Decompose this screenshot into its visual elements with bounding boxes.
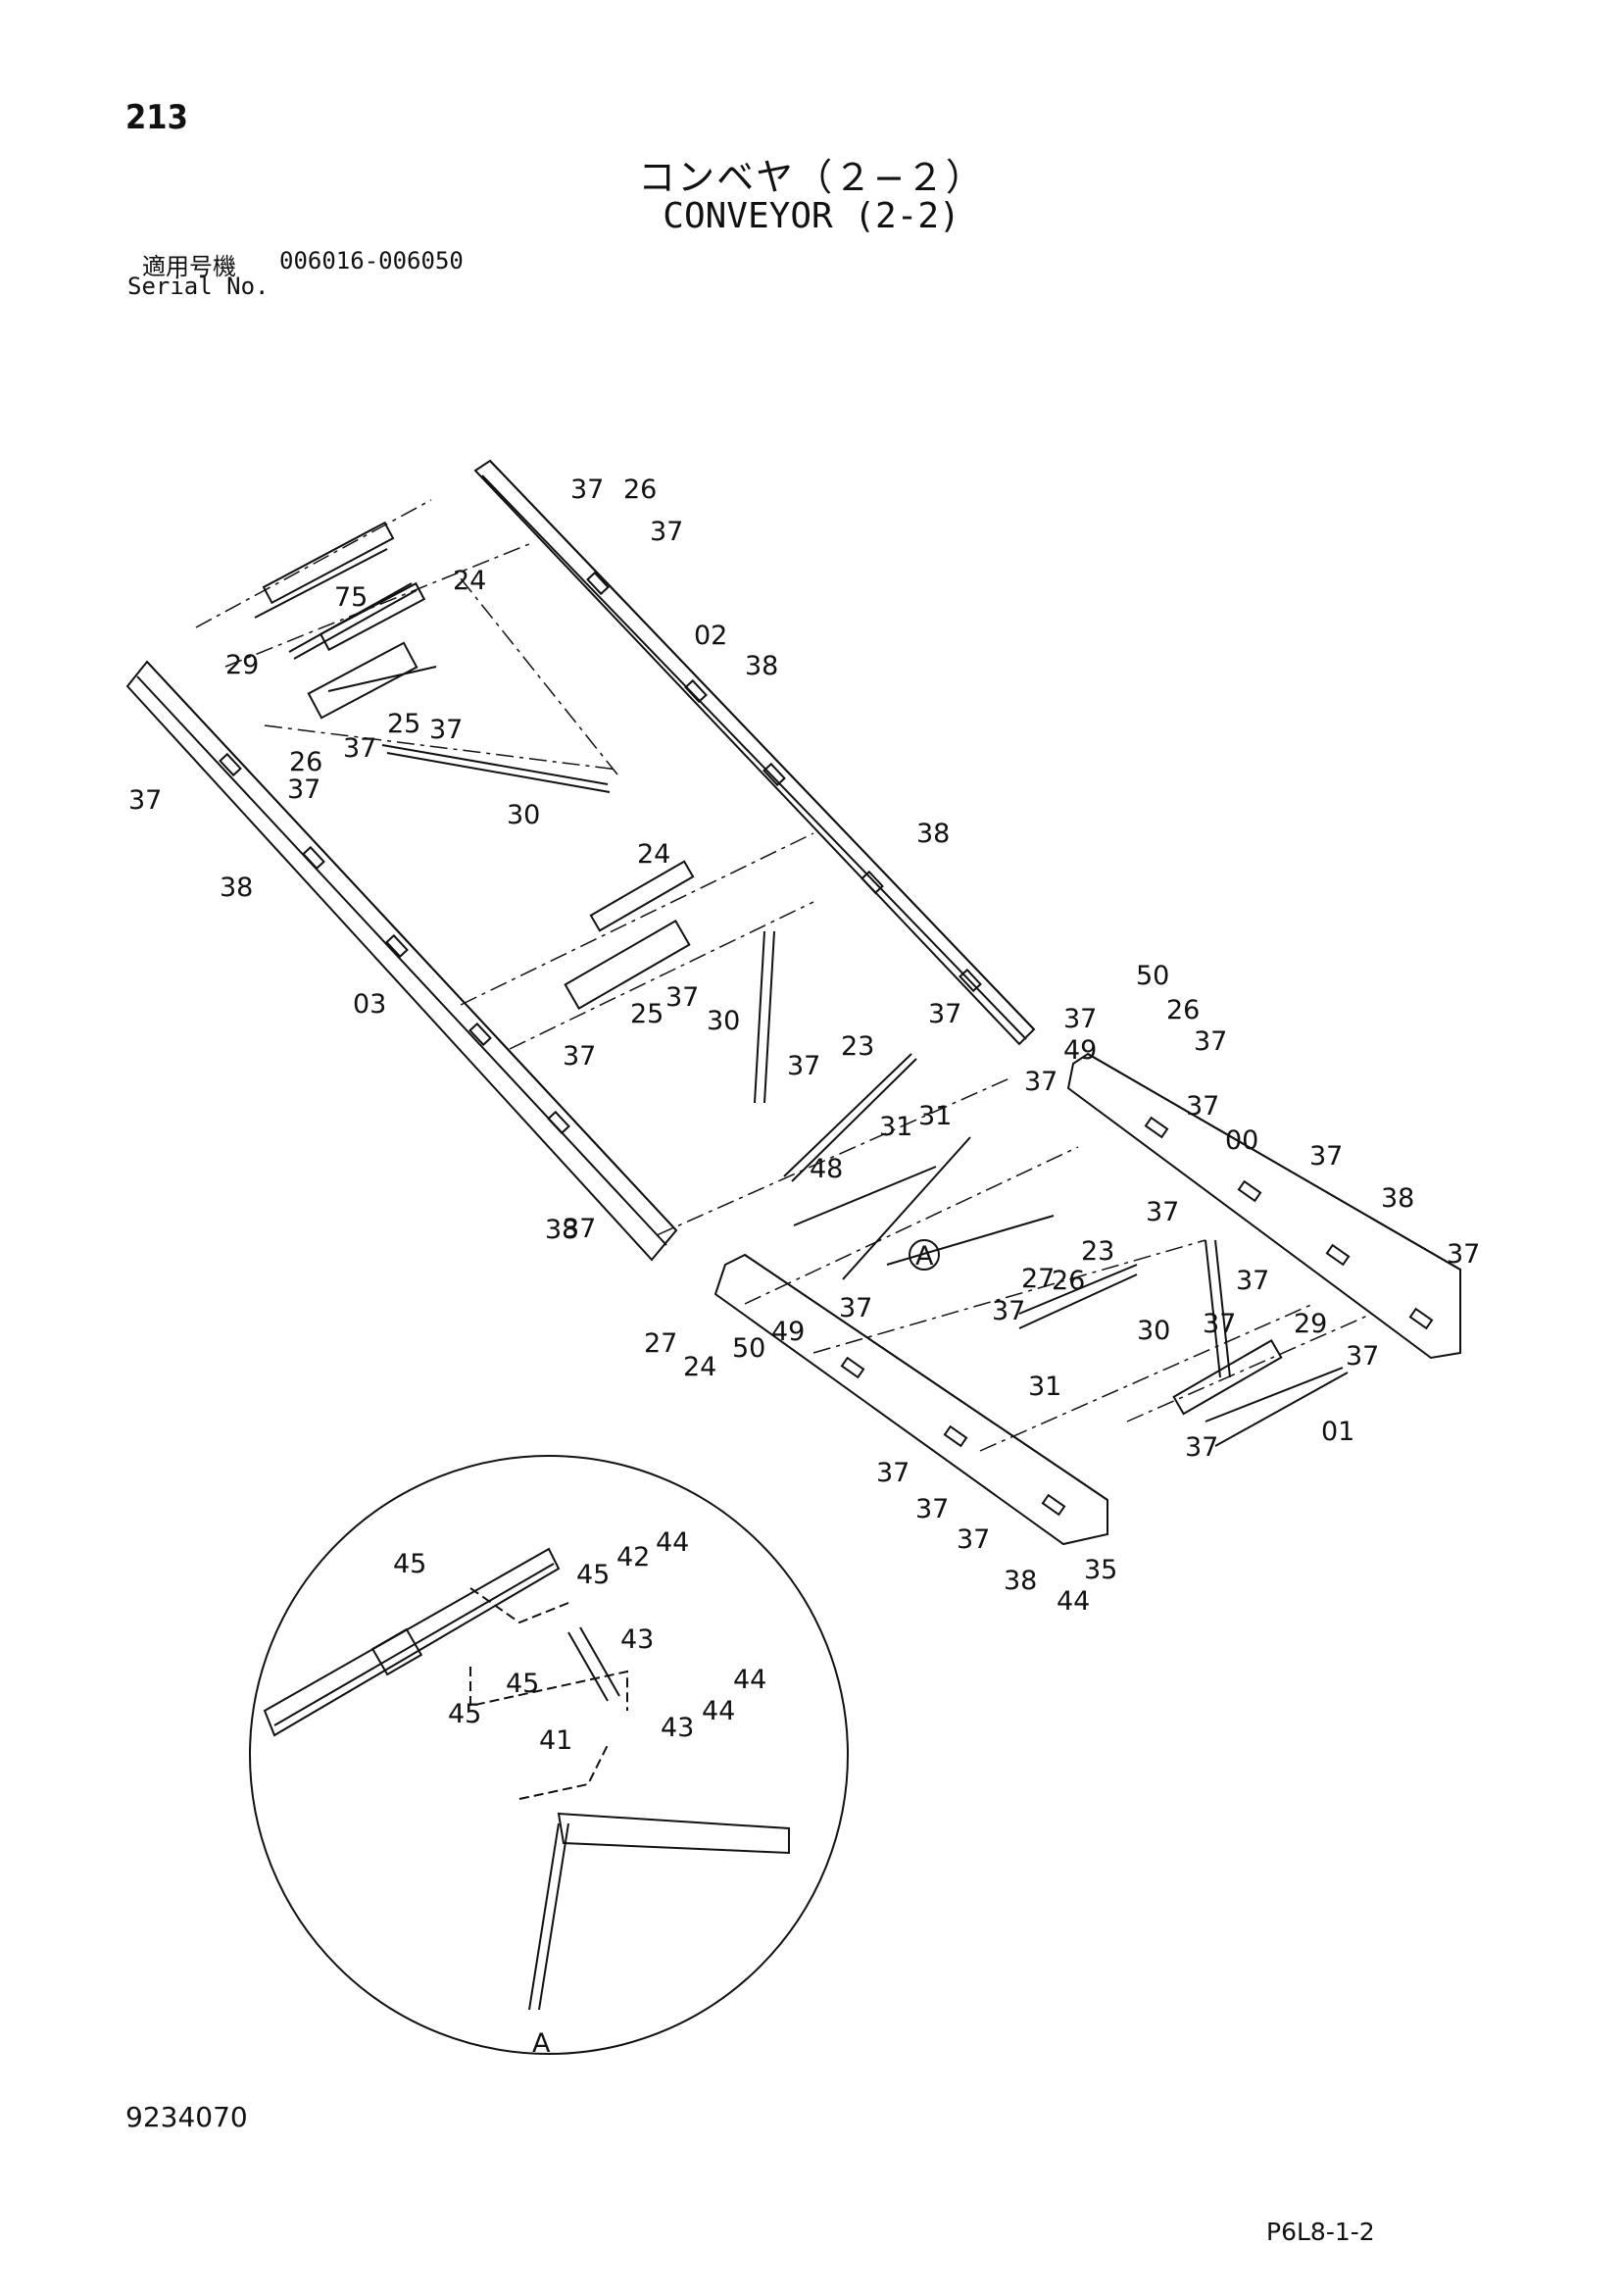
marker-a-circle [909,1239,940,1271]
title-english: CONVEYOR (2-2) [663,196,960,236]
callout: 24 [637,839,670,870]
serial-label-japanese: 適用号機 [142,253,236,280]
diagram-linework [125,459,1461,2055]
callout: 37 [839,1293,872,1323]
callout: 37 [128,785,162,816]
callout: 37 [650,517,683,547]
callout: 23 [841,1031,874,1062]
callout: 37 [1194,1026,1227,1057]
page-number: 213 [125,98,188,137]
callout: 37 [287,774,320,805]
callout: 31 [1028,1372,1061,1402]
callout: 37 [563,1041,596,1072]
callout: 38 [545,1215,578,1245]
title-japanese: コンベヤ（２−２） [638,156,985,199]
callout: 37 [876,1458,910,1488]
frame-rail-02 [473,459,1036,1046]
callout: 38 [1004,1566,1037,1596]
callout: 29 [1294,1309,1327,1339]
callout: 43 [661,1713,694,1743]
serial-label-english: Serial No. [127,273,270,300]
callout: 26 [289,747,322,777]
callout: 45 [393,1549,426,1579]
document-number: 9234070 [125,2101,248,2133]
callout: 37 [1236,1266,1269,1296]
callout: 29 [225,650,259,680]
callout: 37 [563,1214,596,1244]
part-callouts: 37 26 37 24 75 29 02 38 25 37 37 26 37 3… [128,474,1480,1756]
callout: 37 [1146,1197,1179,1227]
frame-rail-01 [713,1253,1108,1546]
callout: 38 [916,819,950,849]
callout: 26 [1052,1266,1085,1296]
callout: 41 [539,1725,572,1756]
callout: 30 [1137,1316,1170,1346]
callout: 37 [1024,1067,1057,1097]
callout: 30 [507,800,540,830]
callout: 45 [576,1560,610,1590]
callout: 45 [448,1699,481,1729]
callout: 42 [616,1542,650,1572]
callout: 27 [644,1328,677,1359]
callout: 01 [1321,1417,1354,1447]
callout: 31 [879,1112,912,1142]
callout: 26 [623,474,657,505]
callout: 44 [1057,1586,1090,1617]
callout: 45 [506,1669,539,1699]
callout: 49 [771,1317,805,1347]
assembly-lines [195,499,1373,1452]
callout: 48 [810,1154,843,1184]
detail-view-a [249,1455,849,2055]
callout: 50 [732,1333,765,1364]
frame-rail-00 [1066,1052,1461,1360]
callout: 37 [429,715,463,745]
callout: 37 [787,1051,820,1081]
callout: 02 [694,621,727,651]
frame-rail-03 [125,660,678,1262]
cross-members [254,548,1349,1447]
callout: 25 [630,999,664,1029]
callout: 43 [620,1624,654,1655]
callout: 25 [387,709,420,739]
callout: 37 [665,982,699,1013]
callout: 31 [918,1101,952,1131]
callout: 37 [928,999,961,1029]
callout: 38 [1381,1183,1414,1214]
callout: 24 [683,1352,716,1382]
callout: 00 [1225,1125,1258,1156]
callout: 50 [1136,961,1169,991]
callout: 37 [915,1494,949,1524]
callout: 27 [1021,1264,1055,1294]
callout: 37 [1186,1091,1219,1122]
callout: 37 [1063,1004,1097,1034]
callout: 37 [1447,1239,1480,1270]
callout: 37 [570,474,604,505]
callout: 30 [707,1006,740,1036]
callout: 37 [957,1524,990,1555]
serial-range: 006016-006050 [279,247,464,275]
detail-caption: A [532,2028,551,2059]
callout: 37 [343,733,376,764]
callout: 44 [702,1696,735,1726]
callout: 23 [1081,1236,1114,1267]
callout: 75 [334,582,368,613]
callout: 35 [1084,1555,1117,1585]
callout: 37 [992,1296,1025,1326]
footer-code: P6L8-1-2 [1266,2218,1375,2246]
callout: 37 [1346,1341,1379,1372]
callout: 44 [656,1527,689,1558]
callout: 37 [1185,1432,1218,1463]
callout: 44 [733,1665,766,1695]
callout: 37 [1309,1141,1343,1172]
callout: 38 [745,651,778,681]
callout: 38 [220,873,253,903]
roller-assemblies [262,521,1283,1416]
callout: 24 [453,566,486,596]
callout: 03 [353,989,386,1020]
callout: 49 [1063,1035,1097,1066]
callout: 26 [1166,995,1200,1025]
callout: 37 [1203,1309,1236,1339]
marker-a: A [915,1241,934,1272]
